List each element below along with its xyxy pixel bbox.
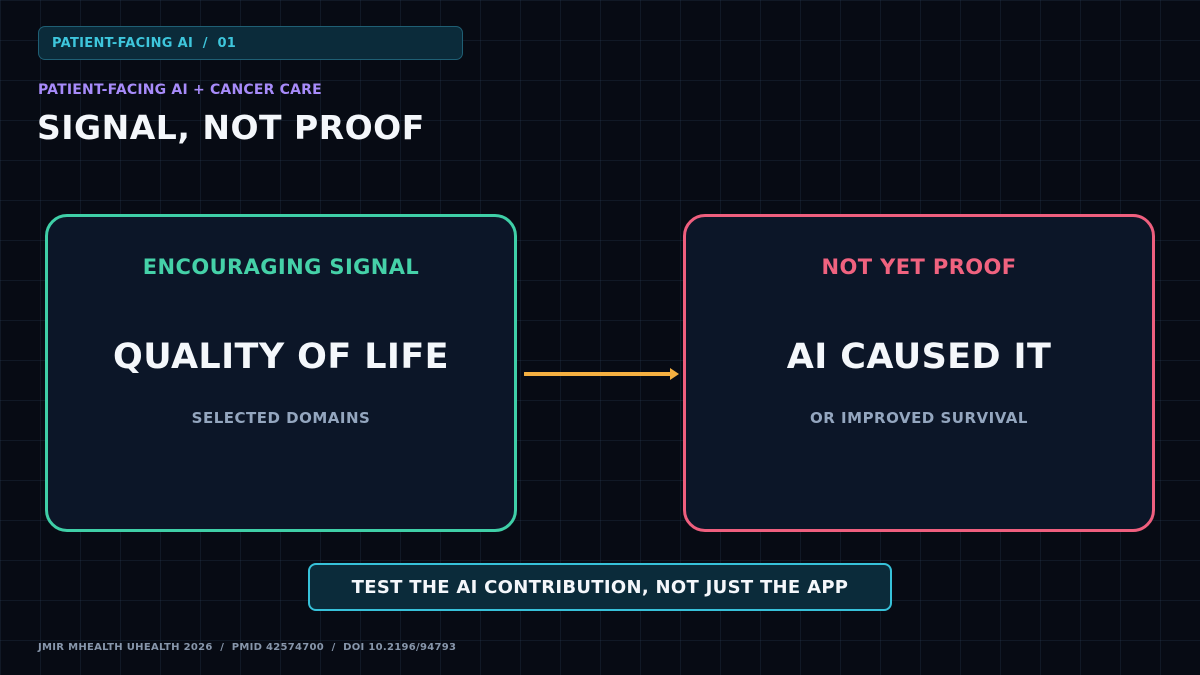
proof-card-subtext: OR IMPROVED SURVIVAL	[810, 409, 1028, 427]
signal-card-label: ENCOURAGING SIGNAL	[142, 255, 420, 279]
section-tag: PATIENT-FACING AI / 01	[38, 26, 463, 60]
proof-card-headline: AI CAUSED IT	[786, 337, 1052, 377]
signal-card: ENCOURAGING SIGNAL QUALITY OF LIFE SELEC…	[45, 214, 517, 532]
page-title: SIGNAL, NOT PROOF	[37, 108, 425, 147]
citation-footer: JMIR MHEALTH UHEALTH 2026 / PMID 4257470…	[38, 642, 457, 653]
signal-card-subtext: SELECTED DOMAINS	[191, 409, 371, 427]
signal-card-headline: QUALITY OF LIFE	[113, 337, 449, 377]
proof-card: NOT YET PROOF AI CAUSED IT OR IMPROVED S…	[683, 214, 1155, 532]
kicker-label: PATIENT-FACING AI + CANCER CARE	[38, 82, 322, 98]
callout-banner: TEST THE AI CONTRIBUTION, NOT JUST THE A…	[308, 563, 892, 611]
arrow-right-icon	[524, 368, 679, 380]
proof-card-label: NOT YET PROOF	[821, 255, 1017, 279]
